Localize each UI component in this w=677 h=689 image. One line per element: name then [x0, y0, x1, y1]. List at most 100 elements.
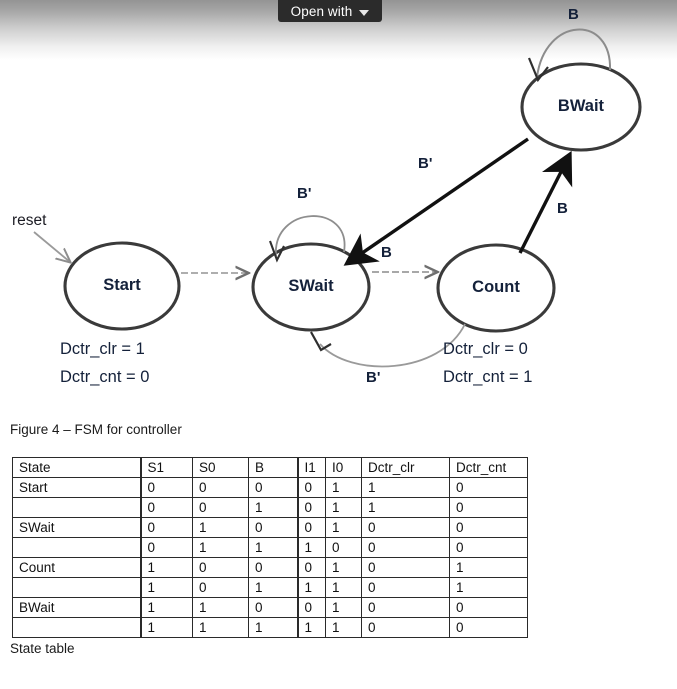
output-count-line-1: Dctr_clr = 0 [443, 340, 528, 358]
table-cell: 0 [325, 537, 362, 558]
edge-label-swait-self: B' [297, 185, 312, 202]
edge-bwait-self [536, 28, 612, 78]
open-with-button[interactable]: Open with [278, 0, 382, 22]
state-label-count: Count [472, 278, 520, 296]
edge-bwait-to-swait [343, 137, 529, 266]
chevron-down-icon [359, 10, 370, 16]
state-label-start: Start [103, 276, 141, 294]
table-header-s0: S0 [192, 457, 249, 478]
table-cell [12, 537, 141, 558]
table-header-i1: I1 [296, 457, 326, 478]
table-cell: 0 [192, 477, 249, 498]
edge-label-count-to-swait: B' [366, 369, 381, 386]
fsm-diagram-svg [33, 28, 642, 368]
output-start-line-2: Dctr_cnt = 0 [60, 368, 150, 386]
table-cell: 0 [449, 497, 528, 518]
table-cell: 1 [192, 537, 249, 558]
table-cell: 0 [248, 597, 298, 618]
table-cell: 1 [296, 617, 326, 638]
table-cell: Count [12, 557, 141, 578]
table-header-dctr-clr: Dctr_clr [361, 457, 450, 478]
table-cell: 1 [325, 477, 362, 498]
state-table-container: State S1 S0 B I1 I0 Dctr_clr Dctr_cnt St… [12, 457, 528, 638]
table-cell: 0 [139, 517, 193, 538]
table-cell: 0 [139, 477, 193, 498]
table-cell: 0 [449, 517, 528, 538]
table-cell: 0 [361, 577, 450, 598]
table-cell: 0 [296, 477, 326, 498]
table-cell: 1 [139, 577, 193, 598]
edge-swait-self-arrowhead [269, 240, 285, 263]
table-cell: Start [12, 477, 141, 498]
table-cell: 0 [139, 497, 193, 518]
open-with-label: Open with [290, 4, 353, 19]
fsm-diagram: Start SWait Count BWait reset B' B B' B … [12, 6, 642, 386]
table-cell: 0 [361, 557, 450, 578]
table-cell: 1 [139, 557, 193, 578]
table-cell: 1 [192, 517, 249, 538]
table-cell: 1 [361, 477, 450, 498]
table-cell: 0 [361, 597, 450, 618]
table-cell: 0 [296, 557, 326, 578]
table-cell [12, 497, 141, 518]
table-cell: 1 [449, 557, 528, 578]
table-cell: 1 [192, 617, 249, 638]
table-cell: 1 [192, 597, 249, 618]
table-cell: 0 [248, 517, 298, 538]
state-ellipse-start [63, 241, 181, 331]
table-cell: 0 [248, 477, 298, 498]
edge-reset-to-start [33, 231, 70, 262]
table-cell: 0 [192, 557, 249, 578]
table-header-dctr-cnt: Dctr_cnt [449, 457, 528, 478]
table-cell: 0 [361, 517, 450, 538]
table-cell: 0 [361, 537, 450, 558]
table-cell: BWait [12, 597, 141, 618]
table-cell: 1 [325, 497, 362, 518]
table-cell: 1 [248, 497, 298, 518]
table-cell: 1 [449, 577, 528, 598]
table-cell: 1 [296, 537, 326, 558]
edge-count-to-swait-arrowhead [310, 331, 332, 352]
table-cell: 1 [248, 617, 298, 638]
table-cell: 0 [296, 517, 326, 538]
table-cell: 1 [325, 597, 362, 618]
figure-caption: Figure 4 – FSM for controller [10, 422, 182, 437]
table-cell: 1 [248, 537, 298, 558]
edge-bwait-self-arrowhead [527, 57, 549, 83]
reset-label: reset [12, 212, 47, 229]
state-ellipse-swait [251, 242, 371, 332]
table-cell: 1 [325, 617, 362, 638]
state-label-swait: SWait [288, 277, 334, 295]
output-start-line-1: Dctr_clr = 1 [60, 340, 145, 358]
table-header-i0: I0 [325, 457, 362, 478]
table-cell: 0 [192, 497, 249, 518]
state-table: State S1 S0 B I1 I0 Dctr_clr Dctr_cnt St… [12, 457, 528, 638]
table-cell: 0 [449, 537, 528, 558]
table-header-b: B [248, 457, 298, 478]
table-cell: 0 [296, 497, 326, 518]
state-ellipse-count [436, 243, 556, 333]
edge-count-to-swait [319, 323, 466, 368]
edge-label-swait-to-count: B [381, 244, 392, 261]
table-header-row: State S1 S0 B I1 I0 Dctr_clr Dctr_cnt [12, 457, 528, 478]
state-table-caption: State table [10, 641, 75, 656]
state-label-bwait: BWait [557, 97, 605, 115]
table-cell: 1 [248, 577, 298, 598]
edge-count-to-bwait [518, 150, 573, 254]
table-cell: 1 [325, 577, 362, 598]
table-cell: SWait [12, 517, 141, 538]
table-cell: 0 [248, 557, 298, 578]
table-cell: 0 [139, 537, 193, 558]
edge-swait-self [275, 215, 346, 257]
table-header-state: State [12, 457, 141, 478]
output-count-line-2: Dctr_cnt = 1 [443, 368, 533, 386]
